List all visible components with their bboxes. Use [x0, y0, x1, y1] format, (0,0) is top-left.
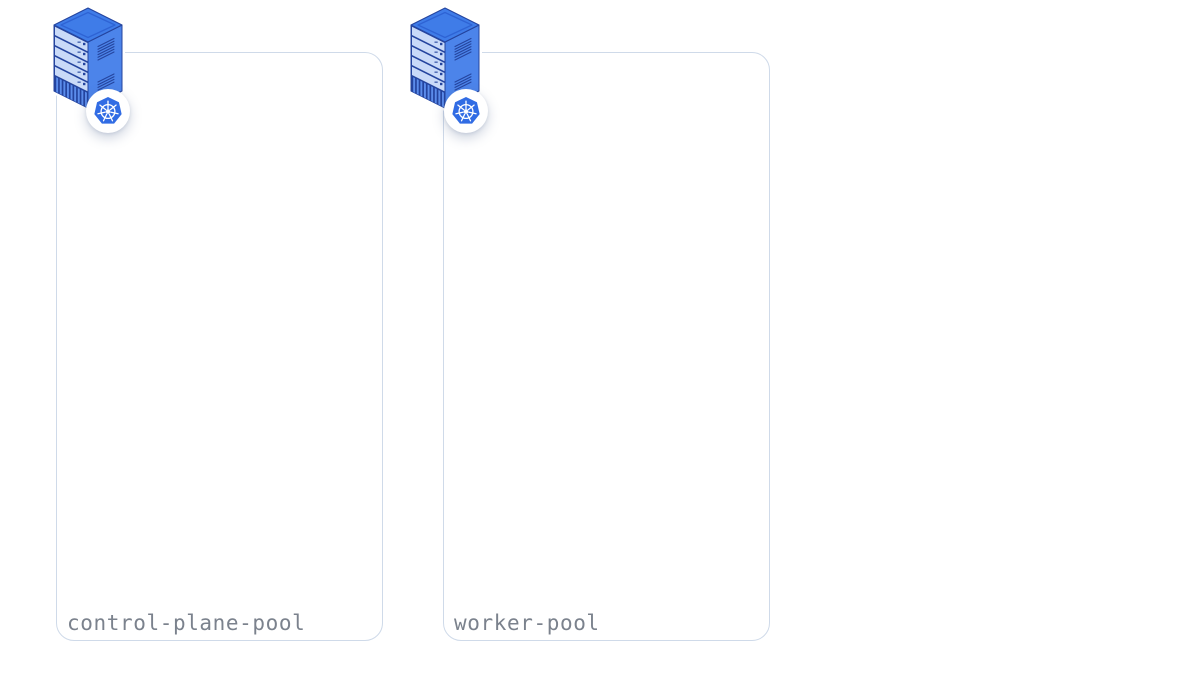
pool-panel-control-plane: control-plane-pool [56, 52, 383, 641]
kubernetes-icon [93, 96, 123, 125]
pool-label: worker-pool [454, 611, 600, 635]
kubernetes-icon [451, 96, 481, 125]
pool-panel-worker: worker-pool [443, 52, 770, 641]
kubernetes-badge [444, 89, 488, 133]
kubernetes-badge [86, 89, 130, 133]
pool-label: control-plane-pool [67, 611, 306, 635]
